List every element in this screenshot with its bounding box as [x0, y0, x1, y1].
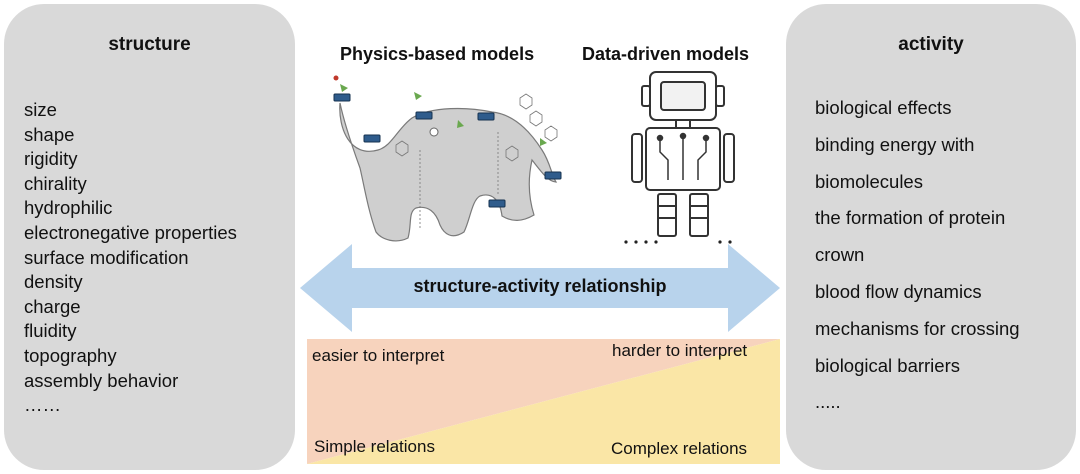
- activity-list: biological effects binding energy with b…: [815, 90, 1020, 421]
- easier-label: easier to interpret: [312, 346, 445, 365]
- list-item: hydrophilic: [24, 197, 113, 219]
- activity-title: activity: [898, 34, 964, 55]
- list-item: binding energy with: [815, 133, 975, 155]
- ellipsis-dots: [624, 240, 732, 244]
- simple-label: Simple relations: [314, 437, 435, 456]
- list-item: biomolecules: [815, 170, 923, 192]
- list-item: the formation of protein: [815, 207, 1006, 229]
- double-arrow: [300, 244, 780, 332]
- structure-panel: structure size shape rigidity chirality …: [4, 4, 295, 470]
- list-item: topography: [24, 344, 117, 366]
- list-item: charge: [24, 295, 81, 317]
- yellow-triangle: [307, 339, 780, 464]
- list-item: fluidity: [24, 320, 77, 342]
- list-item: density: [24, 271, 83, 293]
- activity-panel: activity biological effects binding ener…: [786, 4, 1076, 470]
- harder-label: harder to interpret: [612, 341, 748, 360]
- list-item: assembly behavior: [24, 369, 179, 391]
- data-models-title: Data-driven models: [582, 44, 750, 64]
- list-item: mechanisms for crossing: [815, 317, 1020, 339]
- list-item: electronegative properties: [24, 221, 237, 243]
- structure-list: size shape rigidity chirality hydrophili…: [24, 98, 237, 418]
- relationship-label: structure-activity relationship: [413, 276, 667, 296]
- list-item: size: [24, 99, 57, 120]
- list-item: chirality: [24, 172, 87, 194]
- list-item: .....: [815, 391, 841, 413]
- elephant-model-icon: [333, 75, 562, 242]
- circuit-lines: [656, 132, 710, 180]
- structure-title: structure: [108, 34, 191, 55]
- list-item: surface modification: [24, 246, 189, 268]
- list-item: ……: [24, 394, 61, 416]
- list-item: biological effects: [815, 97, 952, 118]
- list-item: shape: [24, 123, 75, 145]
- list-item: rigidity: [24, 148, 78, 170]
- list-item: blood flow dynamics: [815, 280, 982, 302]
- physics-models-title: Physics-based models: [340, 44, 535, 64]
- complex-label: Complex relations: [611, 439, 748, 458]
- list-item: biological barriers: [815, 354, 960, 376]
- list-item: crown: [815, 244, 865, 266]
